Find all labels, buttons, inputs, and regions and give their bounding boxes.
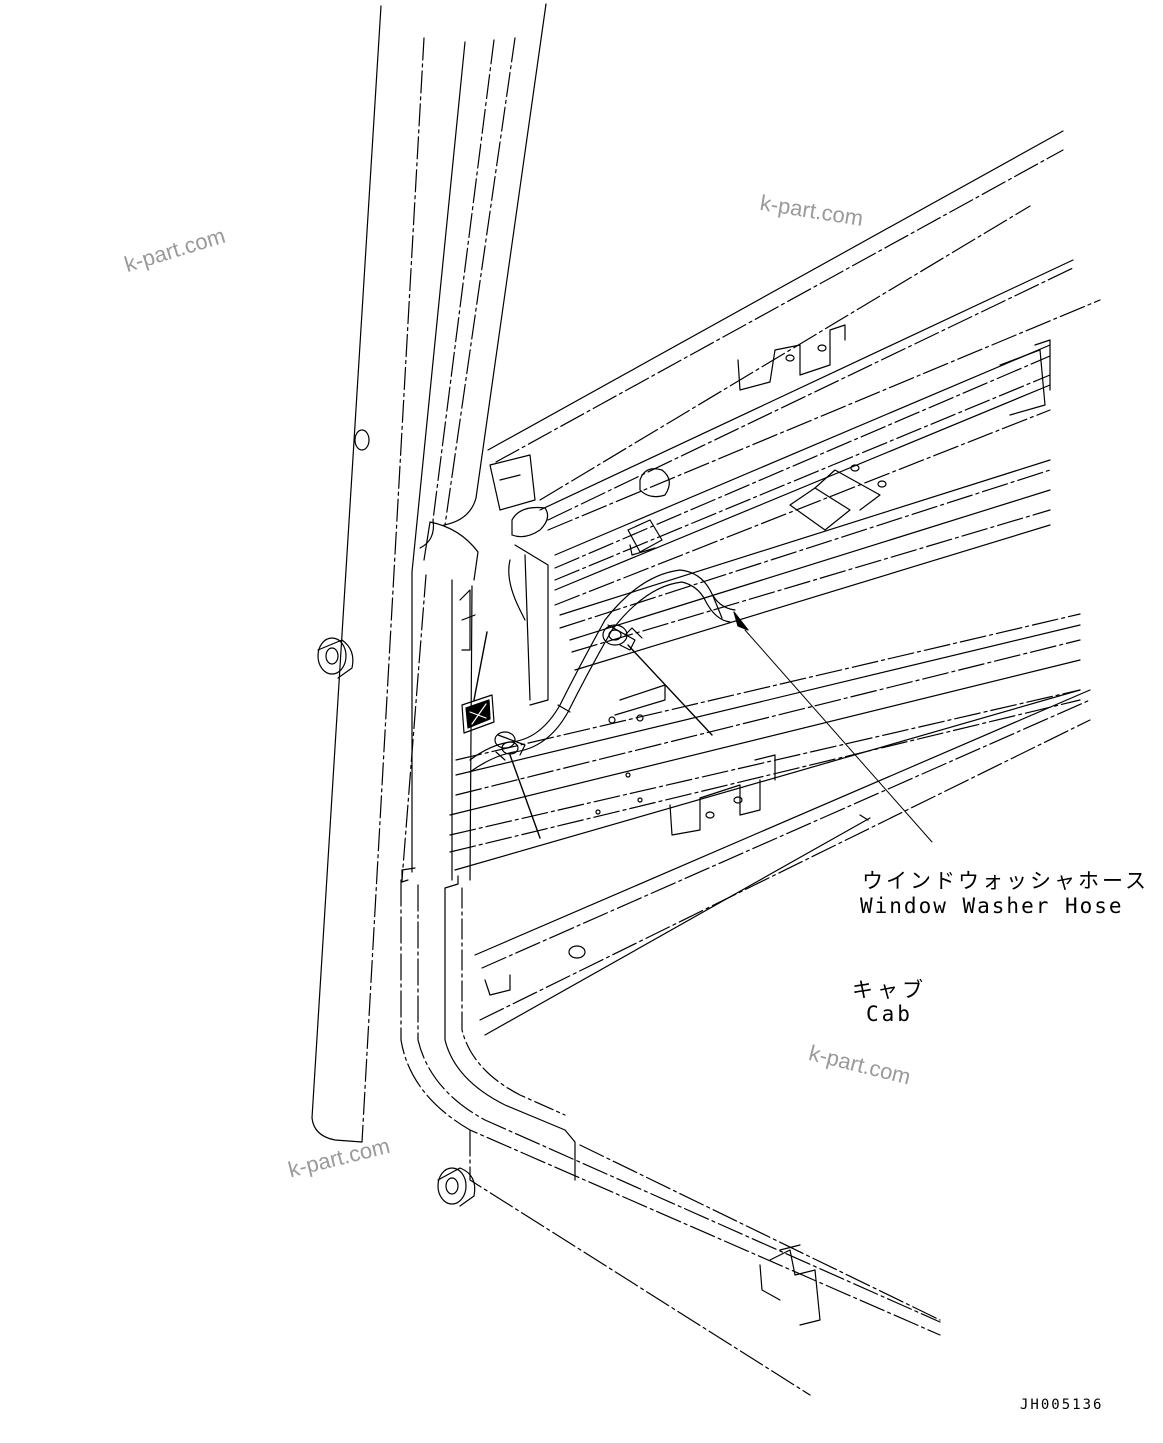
hose-arrowhead — [734, 612, 748, 630]
cab-label-jp: キャブ — [852, 978, 927, 1002]
leader-lines — [474, 630, 932, 842]
cab-label-en: Cab — [866, 1002, 913, 1026]
lower-rails — [450, 614, 1090, 1035]
pillar-boss-round — [318, 638, 353, 678]
washer-hose-label-jp: ウインドウォッシャホース — [862, 869, 1149, 893]
front-pillar — [312, 4, 546, 1142]
clip-block — [462, 695, 494, 733]
pillar-boss-upper — [355, 430, 369, 450]
upper-rails — [488, 131, 1100, 670]
washer-hose-label-en: Window Washer Hose — [860, 894, 1124, 918]
sill-boss-round — [438, 1168, 475, 1206]
hose-clamp-lower — [495, 732, 525, 760]
hose-clamp-upper — [603, 625, 642, 650]
corner-bracket — [460, 455, 548, 705]
lower-curved-frame — [401, 868, 940, 1395]
drawing-id: JH005136 — [1020, 1397, 1104, 1413]
rail-clips — [485, 325, 1050, 1325]
